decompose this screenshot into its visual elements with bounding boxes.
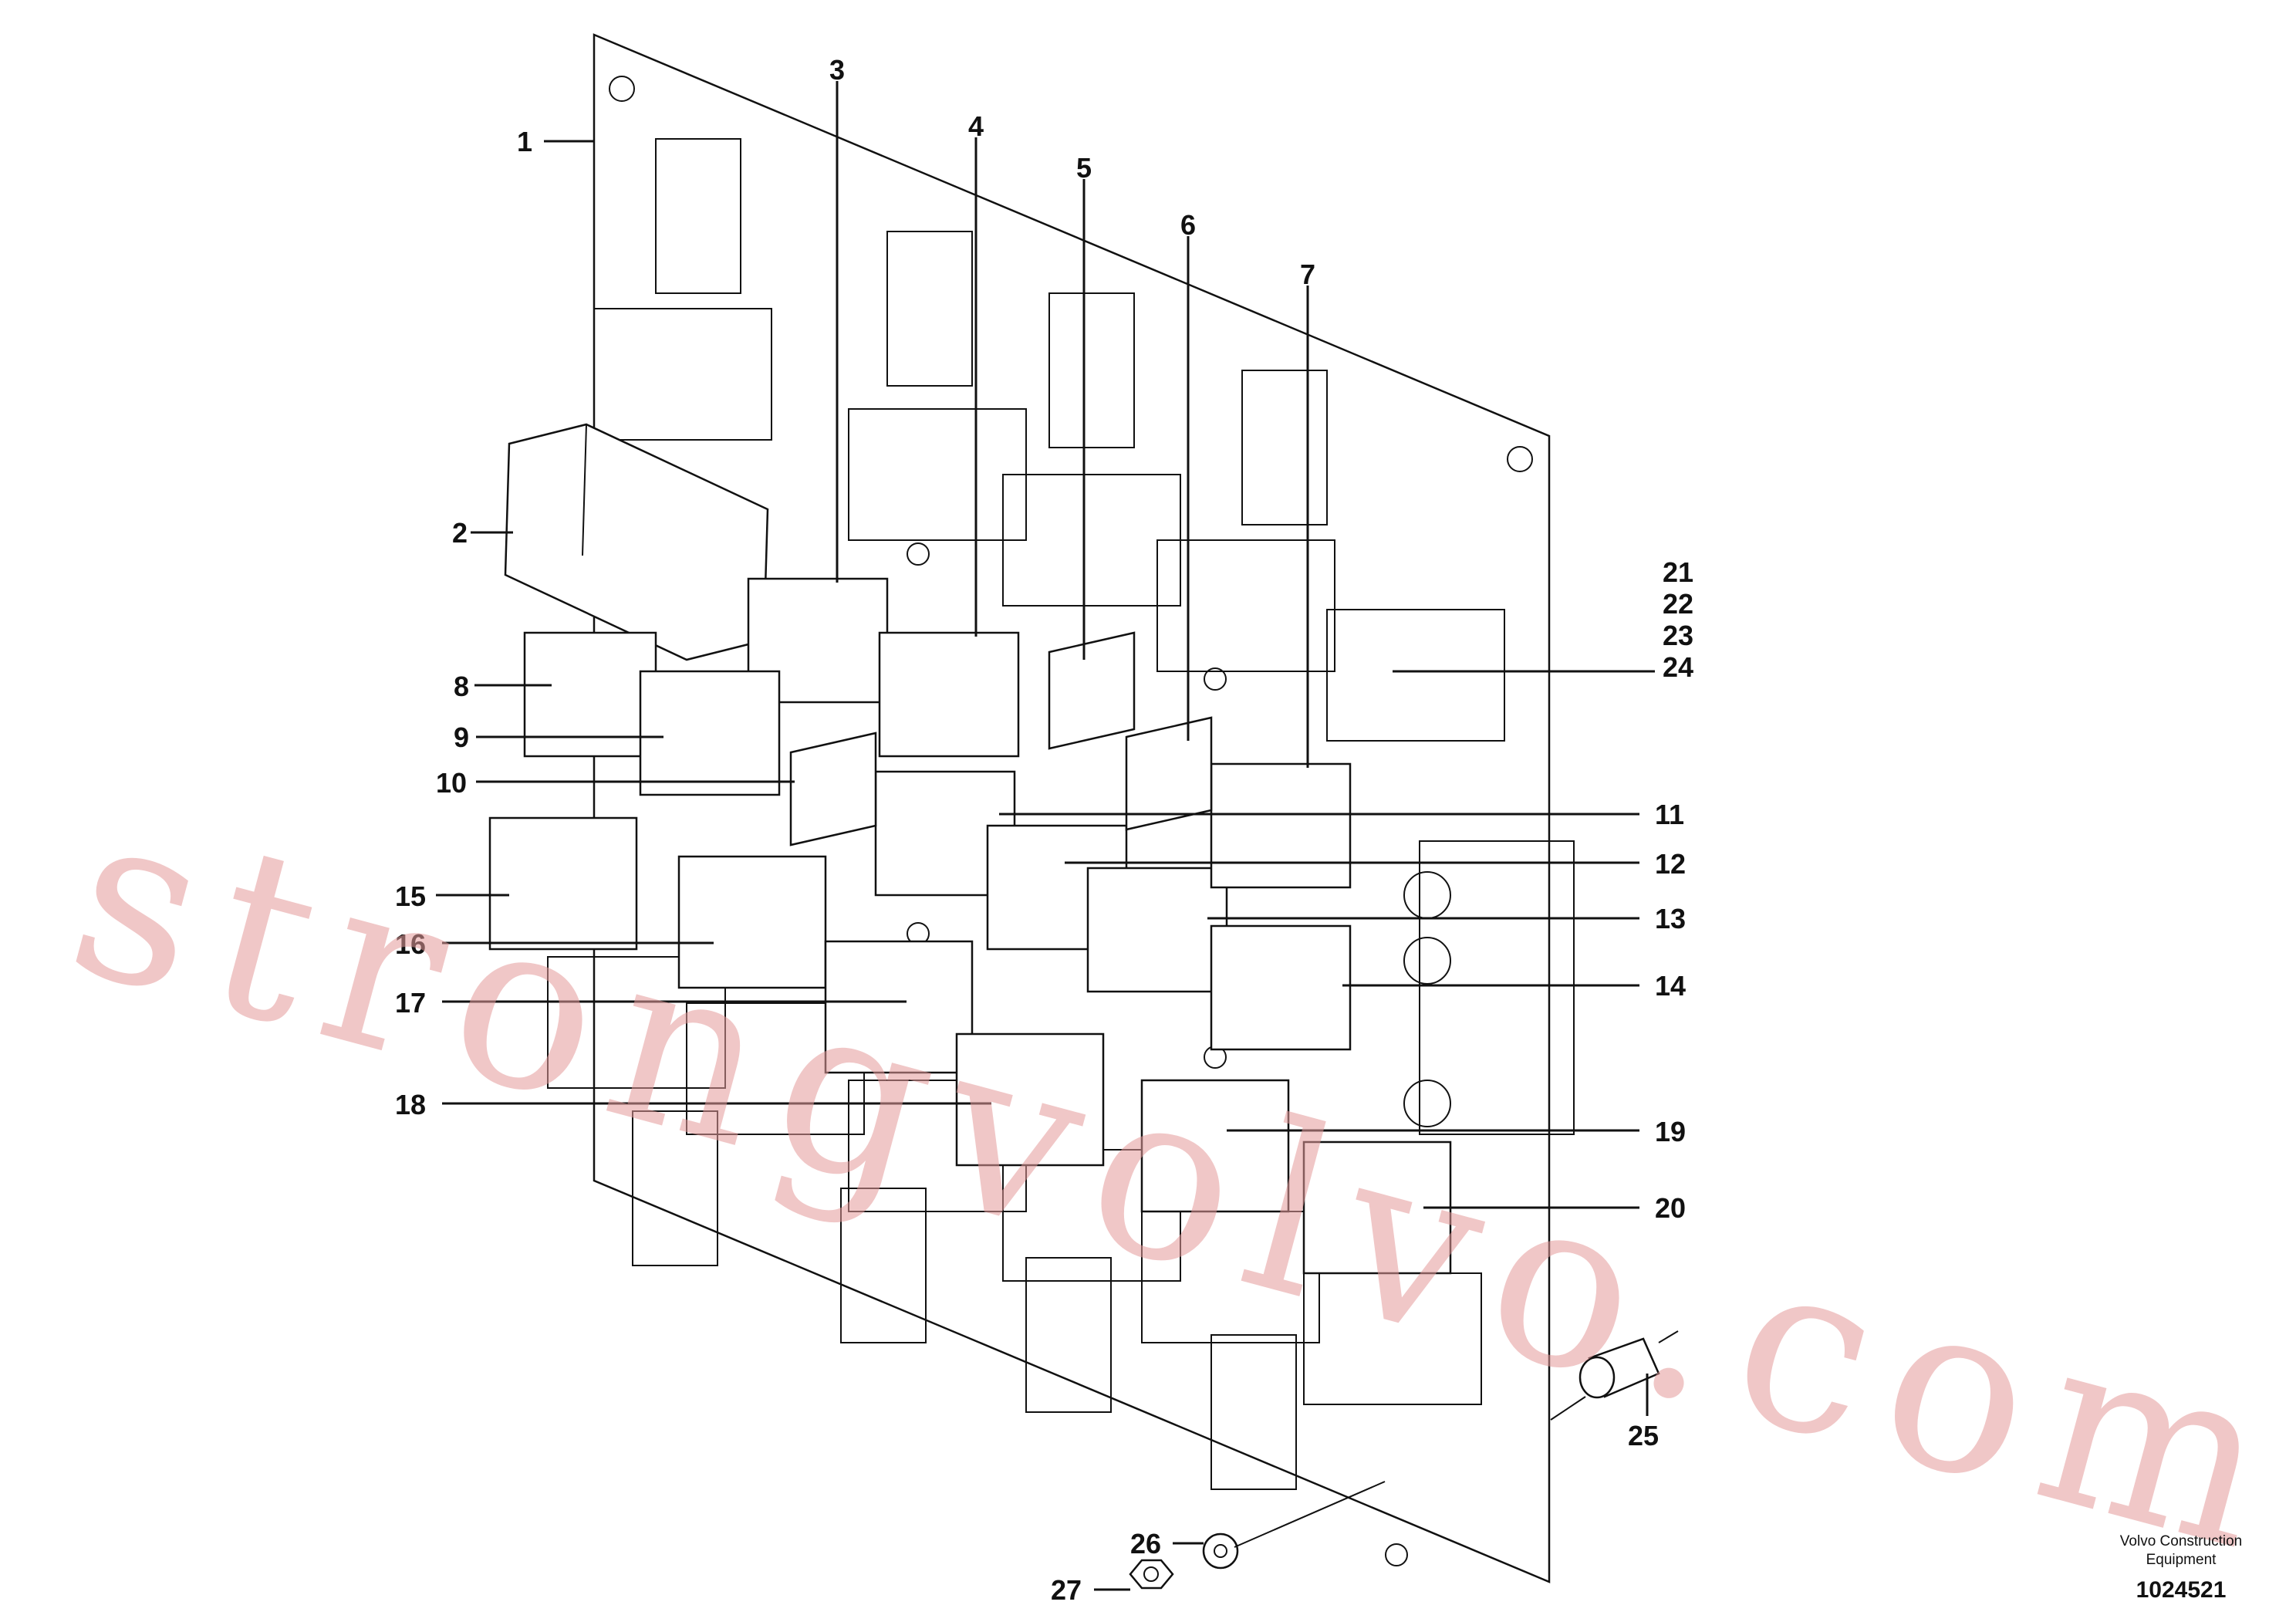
callout-25: 25 bbox=[1628, 1420, 1659, 1451]
callout-11: 11 bbox=[1655, 799, 1684, 830]
callout-2: 2 bbox=[452, 517, 468, 549]
callout-5: 5 bbox=[1076, 152, 1092, 184]
callout-7: 7 bbox=[1300, 259, 1315, 290]
spacer-sleeve bbox=[1550, 1330, 1679, 1421]
callout-1: 1 bbox=[517, 126, 532, 157]
callout-21: 21 bbox=[1663, 556, 1693, 588]
callout-22: 22 bbox=[1663, 588, 1693, 620]
callout-26: 26 bbox=[1130, 1528, 1161, 1559]
board-connectors bbox=[632, 138, 1328, 1490]
callout-9: 9 bbox=[454, 721, 469, 753]
washer bbox=[1202, 1532, 1239, 1570]
callout-23: 23 bbox=[1663, 620, 1693, 651]
callout-18: 18 bbox=[395, 1089, 426, 1120]
callout-14: 14 bbox=[1655, 970, 1686, 1002]
publisher-block: Volvo Construction Equipment 1024521 bbox=[2120, 1533, 2242, 1603]
callout-16: 16 bbox=[395, 928, 426, 960]
callout-6: 6 bbox=[1180, 209, 1196, 241]
mounting-axis-line bbox=[1234, 1481, 1386, 1548]
brand-line-1: Volvo Construction bbox=[2120, 1533, 2242, 1549]
nut bbox=[1129, 1559, 1174, 1590]
callout-12: 12 bbox=[1655, 848, 1686, 880]
callout-13: 13 bbox=[1655, 903, 1686, 934]
callout-labels: 1 2 3 4 5 6 7 8 9 10 11 12 13 14 15 16 1… bbox=[395, 54, 1693, 1606]
brand-line-2: Equipment bbox=[2146, 1552, 2217, 1568]
callout-4: 4 bbox=[968, 110, 984, 142]
fuse-strips bbox=[547, 308, 1505, 1405]
relay-cubes bbox=[488, 577, 1452, 1275]
document-number: 1024521 bbox=[2136, 1577, 2227, 1603]
callout-10: 10 bbox=[436, 767, 467, 799]
callout-24: 24 bbox=[1663, 651, 1693, 683]
callout-17: 17 bbox=[395, 987, 426, 1019]
callout-27: 27 bbox=[1051, 1574, 1082, 1606]
callout-8: 8 bbox=[454, 671, 469, 702]
leader-lines bbox=[436, 81, 1655, 1591]
callout-3: 3 bbox=[829, 54, 845, 86]
callout-19: 19 bbox=[1655, 1116, 1686, 1147]
callout-15: 15 bbox=[395, 880, 426, 912]
fuse-holders bbox=[789, 631, 1213, 846]
callout-20: 20 bbox=[1655, 1192, 1686, 1224]
